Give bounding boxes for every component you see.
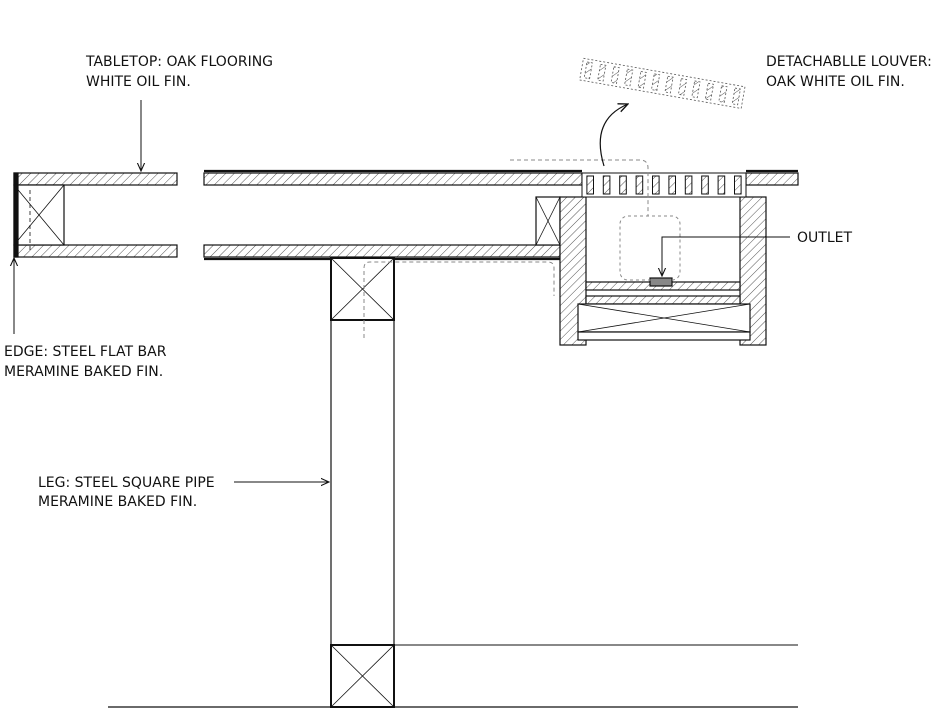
detached-louver-slat xyxy=(624,68,634,87)
outlet-leader xyxy=(662,236,790,276)
detached-louver-slat xyxy=(677,78,688,96)
louver-slat xyxy=(652,175,660,195)
label-edge: EDGE: STEEL FLAT BAR MERAMINE BAKED FIN. xyxy=(4,344,167,380)
detached-louver-slat xyxy=(637,71,647,89)
louver-slat xyxy=(619,175,627,195)
louver-slat xyxy=(717,175,726,195)
label-louver-line2: OAK WHITE OIL FIN. xyxy=(766,74,905,90)
detached-louver-slat xyxy=(731,87,741,106)
louver-removal-arrow xyxy=(599,104,628,167)
detached-louver-slat xyxy=(610,66,620,84)
detached-louver-slat xyxy=(651,73,661,92)
label-louver-line1: DETACHABLLE LOUVER: xyxy=(766,54,932,70)
outlet-box-floor-lower xyxy=(585,295,741,305)
louver-slat xyxy=(602,175,611,195)
label-tabletop-line1: TABLETOP: OAK FLOORING xyxy=(85,54,273,70)
label-leg: LEG: STEEL SQUARE PIPE MERAMINE BAKED FI… xyxy=(38,475,215,510)
outlet-box xyxy=(559,196,767,346)
louver-installed xyxy=(581,172,747,198)
louver-slat xyxy=(668,175,677,195)
detached-louver-slat xyxy=(583,61,593,80)
louver-slat xyxy=(684,175,693,195)
label-tabletop-line2: WHITE OIL FIN. xyxy=(86,74,191,90)
outlet-plug xyxy=(649,277,673,287)
louver-slat xyxy=(586,175,595,195)
edge-flat-bar xyxy=(13,172,19,258)
label-leg-line1: LEG: STEEL SQUARE PIPE xyxy=(38,475,215,491)
louver-slat xyxy=(701,175,709,195)
tabletop-left-section xyxy=(13,172,178,258)
label-edge-line2: MERAMINE BAKED FIN. xyxy=(4,364,163,380)
left-bottom-board xyxy=(13,244,178,258)
louver-slat xyxy=(734,175,742,195)
label-leg-line2: MERAMINE BAKED FIN. xyxy=(38,494,197,510)
label-louver: DETACHABLLE LOUVER: OAK WHITE OIL FIN. xyxy=(766,54,932,90)
main-top-board xyxy=(203,172,583,186)
cable-route xyxy=(363,159,649,338)
label-edge-line1: EDGE: STEEL FLAT BAR xyxy=(4,344,167,360)
label-outlet-line1: OUTLET xyxy=(797,230,852,246)
detached-louver-slat xyxy=(597,63,607,82)
tabletop-right-section xyxy=(745,169,799,186)
tabletop-main-section xyxy=(203,169,583,261)
leader-lines xyxy=(14,100,790,482)
louver-slat xyxy=(635,175,644,195)
main-bottom-board xyxy=(203,244,561,258)
louver-detached xyxy=(579,57,746,109)
detached-louver-slat xyxy=(691,80,701,99)
detached-louver-slat xyxy=(704,82,715,101)
label-outlet: OUTLET xyxy=(797,230,852,246)
label-tabletop: TABLETOP: OAK FLOORING WHITE OIL FIN. xyxy=(85,54,273,90)
leg-steel-pipe xyxy=(330,257,395,708)
detached-louver-slat xyxy=(718,85,728,103)
left-top-board xyxy=(13,172,178,186)
detached-louver-slat xyxy=(664,75,674,94)
